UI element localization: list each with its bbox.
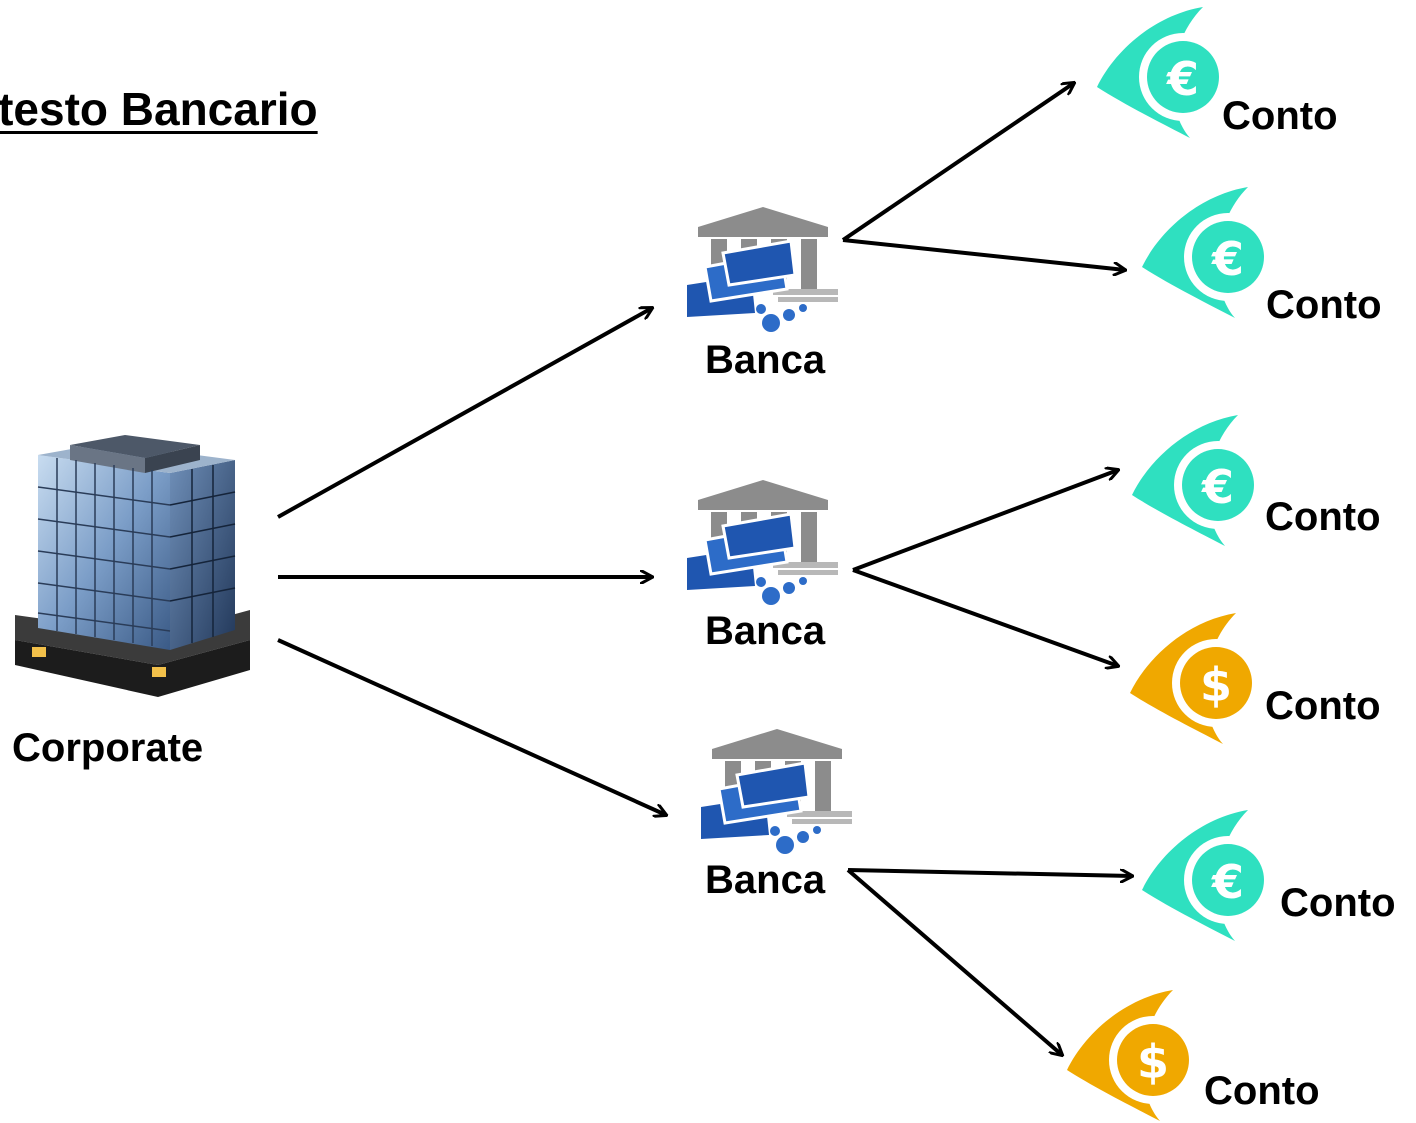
account-label-6: Conto — [1204, 1069, 1320, 1113]
dollar-account-icon: $ — [1067, 990, 1190, 1121]
page-title: ntesto Bancario — [0, 83, 318, 135]
euro-account-icon: € — [1142, 810, 1265, 941]
account-label-2: Conto — [1266, 283, 1382, 327]
bank-label-1: Banca — [705, 338, 826, 382]
corporate-label: Corporate — [12, 726, 204, 770]
account-label-5: Conto — [1280, 881, 1396, 925]
arrow-bank3-account-5 — [847, 868, 1132, 876]
euro-account-icon: € — [1142, 187, 1265, 318]
euro-account-icon: € — [1097, 7, 1220, 138]
dollar-account-icon: $ — [1130, 613, 1253, 744]
arrow-corporate-bank-1 — [277, 308, 652, 519]
account-label-4: Conto — [1265, 684, 1381, 728]
bank-label-2: Banca — [705, 609, 826, 653]
arrow-bank2-account-3 — [852, 470, 1118, 572]
arrow-bank1-account-2 — [842, 238, 1125, 270]
svg-text:€: € — [1201, 460, 1234, 514]
arrow-bank1-account-1 — [841, 83, 1074, 242]
svg-text:€: € — [1166, 52, 1199, 106]
svg-text:€: € — [1211, 232, 1244, 286]
euro-account-icon: € — [1132, 415, 1255, 546]
account-label-1: Conto — [1222, 94, 1338, 138]
svg-text:$: $ — [1200, 658, 1232, 712]
bank-label-3: Banca — [705, 858, 826, 902]
arrow-bank3-account-6 — [846, 868, 1062, 1055]
arrow-bank2-account-4 — [852, 568, 1118, 666]
bank-icon — [687, 207, 838, 332]
svg-text:€: € — [1211, 855, 1244, 909]
office-building-icon — [15, 435, 250, 697]
bank-icon — [687, 480, 838, 605]
svg-text:$: $ — [1137, 1035, 1169, 1089]
account-label-3: Conto — [1265, 495, 1381, 539]
bank-icon — [701, 729, 852, 854]
arrow-corporate-bank-3 — [277, 638, 666, 815]
